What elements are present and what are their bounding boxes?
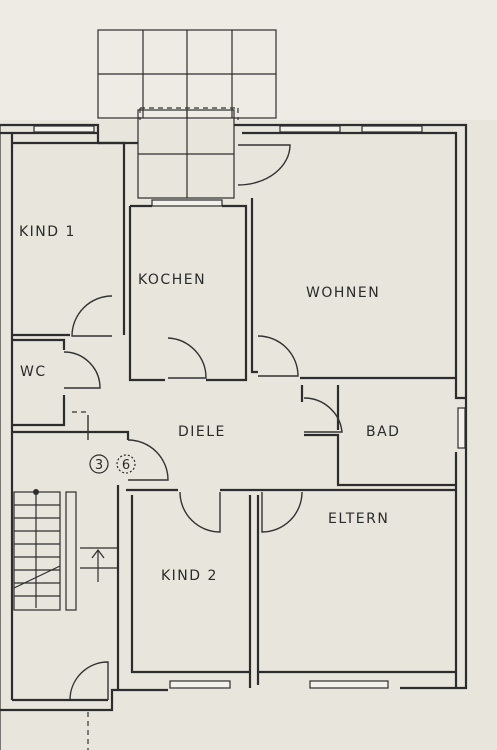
marker-circle-3 (89, 454, 109, 474)
staircase (13, 489, 118, 611)
stair-markers: 3 6 (89, 454, 136, 474)
balcony (97, 29, 277, 199)
room-labels: KIND 1 KOCHEN WOHNEN WC DIELE BAD ELTERN… (19, 224, 400, 584)
room-label-eltern: ELTERN (328, 511, 389, 527)
room-label-wc: WC (20, 364, 47, 380)
paper-top-band (0, 0, 497, 120)
doors (63, 144, 343, 750)
interior-walls (12, 141, 456, 690)
marker-circle-6 (116, 454, 136, 474)
room-label-kind1: KIND 1 (19, 224, 76, 240)
windows (33, 125, 466, 689)
room-label-wohnen: WOHNEN (306, 285, 380, 301)
room-label-kochen: KOCHEN (138, 272, 206, 288)
room-label-kind2: KIND 2 (161, 568, 218, 584)
room-label-diele: DIELE (178, 424, 226, 440)
room-label-bad: BAD (366, 424, 400, 440)
exterior-walls (0, 123, 468, 750)
marker-6-label: 6 (122, 458, 130, 473)
marker-3-label: 3 (95, 458, 103, 473)
